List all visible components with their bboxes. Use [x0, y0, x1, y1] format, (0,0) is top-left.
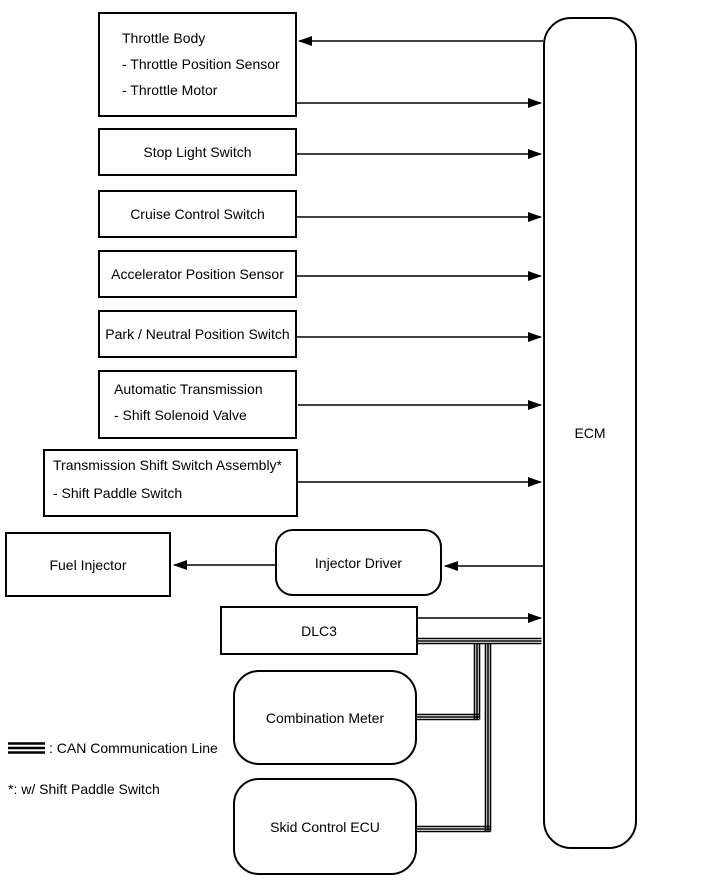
can-line-dlc3-to-ecm — [418, 637, 542, 645]
node-label: Park / Neutral Position Switch — [105, 326, 290, 342]
node-label: Combination Meter — [265, 709, 385, 726]
node-cruise-control-switch: Cruise Control Switch — [98, 190, 297, 238]
node-park-neutral-position-switch: Park / Neutral Position Switch — [98, 310, 297, 358]
node-ecm: ECM — [543, 17, 637, 849]
node-accelerator-position-sensor: Accelerator Position Sensor — [98, 250, 297, 298]
can-line-drop-combination-meter — [473, 643, 481, 720]
can-line-branch-skid-control-ecu — [417, 825, 491, 833]
node-label: - Throttle Motor — [122, 82, 218, 98]
node-label: DLC3 — [301, 622, 337, 639]
node-label: Fuel Injector — [49, 556, 127, 573]
node-label: - Shift Paddle Switch — [53, 485, 183, 501]
node-label: Automatic Transmission — [114, 381, 263, 397]
node-fuel-injector: Fuel Injector — [5, 532, 171, 597]
node-label: Cruise Control Switch — [130, 206, 265, 222]
node-dlc3: DLC3 — [220, 606, 418, 655]
node-label: Injector Driver — [314, 554, 403, 571]
node-combination-meter: Combination Meter — [233, 670, 417, 765]
node-label: Transmission Shift Switch Assembly* — [53, 457, 282, 473]
can-line-drop-skid-control-ecu — [484, 643, 492, 832]
node-automatic-transmission: Automatic Transmission - Shift Solenoid … — [98, 370, 297, 439]
can-line-branch-combination-meter — [417, 713, 480, 721]
footnote-shift-paddle: *: w/ Shift Paddle Switch — [8, 781, 160, 797]
node-transmission-shift-switch-assembly: Transmission Shift Switch Assembly* - Sh… — [43, 449, 298, 517]
can-legend-label: : CAN Communication Line — [49, 740, 218, 756]
node-label: - Throttle Position Sensor — [122, 56, 280, 72]
node-throttle-body: Throttle Body - Throttle Position Sensor… — [98, 12, 297, 117]
node-injector-driver: Injector Driver — [275, 529, 442, 596]
node-label: Stop Light Switch — [143, 144, 252, 160]
node-label: Skid Control ECU — [270, 818, 380, 835]
node-label: Throttle Body — [122, 30, 206, 46]
node-label: - Shift Solenoid Valve — [114, 407, 247, 423]
node-stop-light-switch: Stop Light Switch — [98, 128, 297, 176]
node-label: ECM — [574, 425, 606, 441]
can-legend-symbol — [8, 742, 45, 754]
node-skid-control-ecu: Skid Control ECU — [233, 778, 417, 875]
node-label: Accelerator Position Sensor — [111, 266, 284, 282]
